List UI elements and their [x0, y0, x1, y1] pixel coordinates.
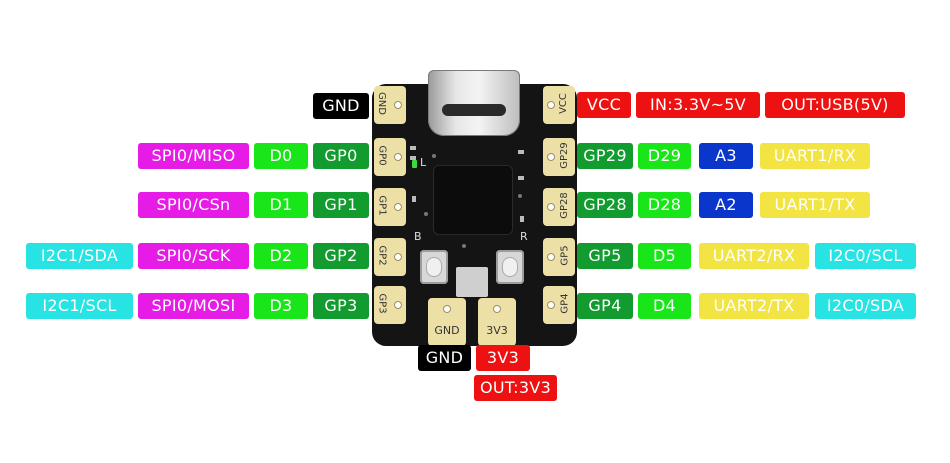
pad-left-0: GND — [374, 86, 406, 124]
pad-label: GP1 — [376, 195, 388, 216]
label-spi0-mosi: SPI0/MOSI — [138, 293, 249, 319]
label-a3: A3 — [699, 143, 753, 169]
pad-label: GP3 — [376, 293, 388, 314]
label-bottom-gnd: GND — [418, 345, 471, 371]
pad-right-4: GP4 — [543, 286, 575, 324]
label-a2: A2 — [699, 192, 753, 218]
label-gp5: GP5 — [577, 243, 633, 269]
boot-button[interactable] — [420, 250, 448, 284]
label-i2c1-scl: I2C1/SCL — [26, 293, 133, 319]
pad-right-1: GP29 — [543, 138, 575, 176]
label-gp1: GP1 — [313, 192, 369, 218]
reset-button[interactable] — [496, 250, 524, 284]
mcu-chip — [434, 166, 512, 234]
label-in-voltage: IN:3.3V~5V — [636, 92, 760, 118]
label-d3: D3 — [254, 293, 308, 319]
usb-c-connector — [428, 70, 520, 136]
label-gp0: GP0 — [313, 143, 369, 169]
label-uart1-tx: UART1/TX — [760, 192, 870, 218]
pad-label: GP28 — [558, 192, 570, 219]
label-d4: D4 — [638, 293, 691, 319]
pad-right-2: GP28 — [543, 188, 575, 226]
pad-left-3: GP2 — [374, 238, 406, 276]
pad-left-4: GP3 — [374, 286, 406, 324]
status-led — [412, 160, 417, 168]
led-label: L — [420, 156, 427, 169]
label-gp3: GP3 — [313, 293, 369, 319]
label-gnd: GND — [313, 93, 369, 119]
label-gp2: GP2 — [313, 243, 369, 269]
label-gp29: GP29 — [577, 143, 633, 169]
pad-label: GP0 — [376, 145, 388, 166]
label-spi0-csn: SPI0/CSn — [138, 192, 249, 218]
button-r-label: R — [520, 230, 528, 243]
pad-label: GP5 — [559, 245, 571, 266]
label-out-3v3: OUT:3V3 — [474, 375, 557, 401]
pad-label: GP4 — [559, 293, 571, 314]
label-d28: D28 — [638, 192, 691, 218]
label-d5: D5 — [638, 243, 691, 269]
label-spi0-sck: SPI0/SCK — [138, 243, 249, 269]
pad-label: GP2 — [376, 245, 388, 266]
pad-bottom-3v3: 3V3 — [478, 298, 516, 346]
label-d29: D29 — [638, 143, 691, 169]
pad-label: VCC — [557, 93, 569, 114]
pad-left-2: GP1 — [374, 188, 406, 226]
pad-right-0: VCC — [543, 86, 575, 124]
label-gp28: GP28 — [577, 192, 633, 218]
label-i2c0-scl: I2C0/SCL — [815, 243, 916, 269]
pad-right-3: GP5 — [543, 238, 575, 276]
label-d2: D2 — [254, 243, 308, 269]
pad-label: GND — [434, 324, 460, 337]
label-vcc: VCC — [577, 92, 631, 118]
rgb-led — [456, 267, 488, 297]
label-spi0-miso: SPI0/MISO — [138, 143, 249, 169]
pad-label: 3V3 — [486, 324, 508, 337]
label-d1: D1 — [254, 192, 308, 218]
label-bottom-3v3: 3V3 — [476, 345, 530, 371]
pad-bottom-gnd: GND — [428, 298, 466, 346]
microcontroller-board: GND GP0 GP1 GP2 GP3 VCC GP29 — [372, 70, 577, 346]
pad-label: GND — [375, 92, 387, 115]
label-i2c1-sda: I2C1/SDA — [26, 243, 133, 269]
label-uart2-tx: UART2/TX — [699, 293, 809, 319]
label-uart1-rx: UART1/RX — [760, 143, 870, 169]
label-d0: D0 — [254, 143, 308, 169]
pad-label: GP29 — [558, 142, 570, 169]
label-uart2-rx: UART2/RX — [699, 243, 809, 269]
pad-left-1: GP0 — [374, 138, 406, 176]
label-out-usb: OUT:USB(5V) — [765, 92, 905, 118]
label-gp4: GP4 — [577, 293, 633, 319]
button-b-label: B — [414, 230, 422, 243]
label-i2c0-sda: I2C0/SDA — [815, 293, 916, 319]
